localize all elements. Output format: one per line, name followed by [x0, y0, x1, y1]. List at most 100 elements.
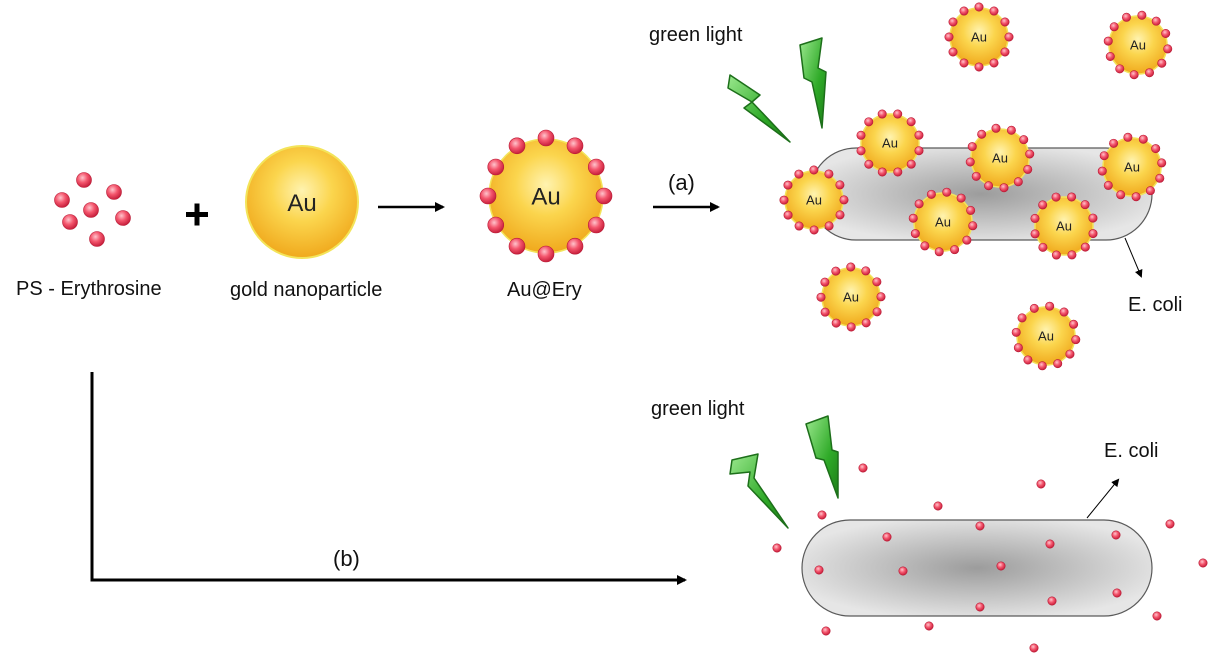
au-ery-conjugate: Au [1030, 192, 1098, 260]
erythrosine-dot [824, 169, 834, 179]
erythrosine-dot [1067, 192, 1077, 202]
erythrosine-dot [846, 322, 856, 332]
erythrosine-dot [1045, 301, 1055, 311]
lightning-bolt-icon [729, 453, 789, 529]
erythrosine-dot [959, 58, 969, 68]
erythrosine-dot [835, 210, 845, 220]
erythrosine-dot [487, 216, 505, 234]
erythrosine-dot [772, 543, 782, 553]
erythrosine-dot [966, 205, 976, 215]
erythrosine-dot [1011, 327, 1021, 337]
erythrosine-dot [989, 58, 999, 68]
erythrosine-dot [816, 292, 826, 302]
erythrosine-dot [1067, 250, 1077, 260]
au-label: Au [1038, 329, 1054, 344]
erythrosine-dot [959, 6, 969, 16]
erythrosine-dot [1088, 213, 1098, 223]
erythrosine-dot [864, 117, 874, 127]
erythrosine-dot [975, 521, 985, 531]
au-ery-conjugate: Au [816, 262, 886, 332]
erythrosine-dot [861, 318, 871, 328]
erythrosine-dot [858, 463, 868, 473]
erythrosine-dot [115, 210, 131, 226]
erythrosine-dot [968, 221, 978, 231]
erythrosine-dot [1111, 530, 1121, 540]
erythrosine-dot [1151, 144, 1161, 154]
erythrosine-dot [779, 195, 789, 205]
erythrosine-dot [1099, 151, 1109, 161]
erythrosine-dot [62, 214, 78, 230]
erythrosine-dot [908, 213, 918, 223]
erythrosine-dot [1047, 596, 1057, 606]
au-ery-conjugate: Au [479, 129, 613, 263]
erythrosine-dot [967, 142, 977, 152]
au-ery-conjugate: Au [965, 123, 1035, 193]
au-ery-conjugate: Au [944, 2, 1014, 72]
erythrosine-dot [1097, 166, 1107, 176]
erythrosine-dot [1129, 70, 1139, 80]
erythrosine-dot [962, 235, 972, 245]
erythrosine-dot [1121, 12, 1131, 22]
erythrosine-dot [1115, 64, 1125, 74]
erythrosine-dot [934, 247, 944, 257]
erythrosine-dot [1157, 58, 1167, 68]
erythrosine-dot [1000, 17, 1010, 27]
erythrosine-dot [1151, 16, 1161, 26]
erythrosine-dot [814, 565, 824, 575]
erythrosine-dot [942, 187, 952, 197]
erythrosine-dot [910, 229, 920, 239]
erythrosine-dot [898, 566, 908, 576]
erythrosine-dot [1037, 361, 1047, 371]
route-b-arrow [90, 372, 687, 585]
erythrosine-dot [487, 158, 505, 176]
erythrosine-dot [595, 187, 613, 205]
erythrosine-dot [1065, 349, 1075, 359]
erythrosine-dot [944, 32, 954, 42]
erythrosine-dot [906, 159, 916, 169]
erythrosine-dot [1116, 190, 1126, 200]
erythrosine-dot [89, 231, 105, 247]
erythrosine-dot [76, 172, 92, 188]
erythrosine-dot [824, 221, 834, 231]
au-label: Au [1124, 160, 1140, 175]
erythrosine-dot [1029, 303, 1039, 313]
erythrosine-dot [1112, 588, 1122, 598]
erythrosine-dot [882, 532, 892, 542]
gold-particle-label: Au [287, 190, 316, 217]
green-light-label-bottom: green light [651, 398, 745, 420]
au-label: Au [971, 30, 987, 45]
erythrosine-dot [794, 169, 804, 179]
erythrosine-dot [1198, 558, 1208, 568]
erythrosine-dot [809, 165, 819, 175]
au-label: Au [1056, 219, 1072, 234]
erythrosine-dot [106, 184, 122, 200]
ecoli-pointer-top [1124, 237, 1143, 278]
erythrosine-dot [864, 159, 874, 169]
erythrosine-dot [948, 47, 958, 57]
erythrosine-dot [1109, 138, 1119, 148]
erythrosine-dot [893, 167, 903, 177]
erythrosine-dot [1165, 519, 1175, 529]
erythrosine-dot [876, 292, 886, 302]
erythrosine-dot [821, 626, 831, 636]
erythrosine-dot [831, 318, 841, 328]
erythrosine-dot [1080, 242, 1090, 252]
au-label: Au [531, 184, 560, 211]
au-label: Au [992, 151, 1008, 166]
erythrosine-dot [974, 2, 984, 12]
erythrosine-dot [566, 137, 584, 155]
gold-core [1034, 196, 1094, 256]
erythrosine-dot [846, 262, 856, 272]
erythrosine-dot [991, 123, 1001, 133]
au-ery-conjugate: Au [1011, 301, 1081, 371]
erythrosine-dot [508, 137, 526, 155]
erythrosine-dot [1138, 134, 1148, 144]
ps-erythrosine-label: PS - Erythrosine [16, 278, 162, 300]
erythrosine-dot [1045, 539, 1055, 549]
gold-nanoparticle-label: gold nanoparticle [230, 279, 383, 301]
erythrosine-dot [83, 202, 99, 218]
au-ery-label: Au@Ery [507, 279, 582, 301]
erythrosine-dot [872, 277, 882, 287]
